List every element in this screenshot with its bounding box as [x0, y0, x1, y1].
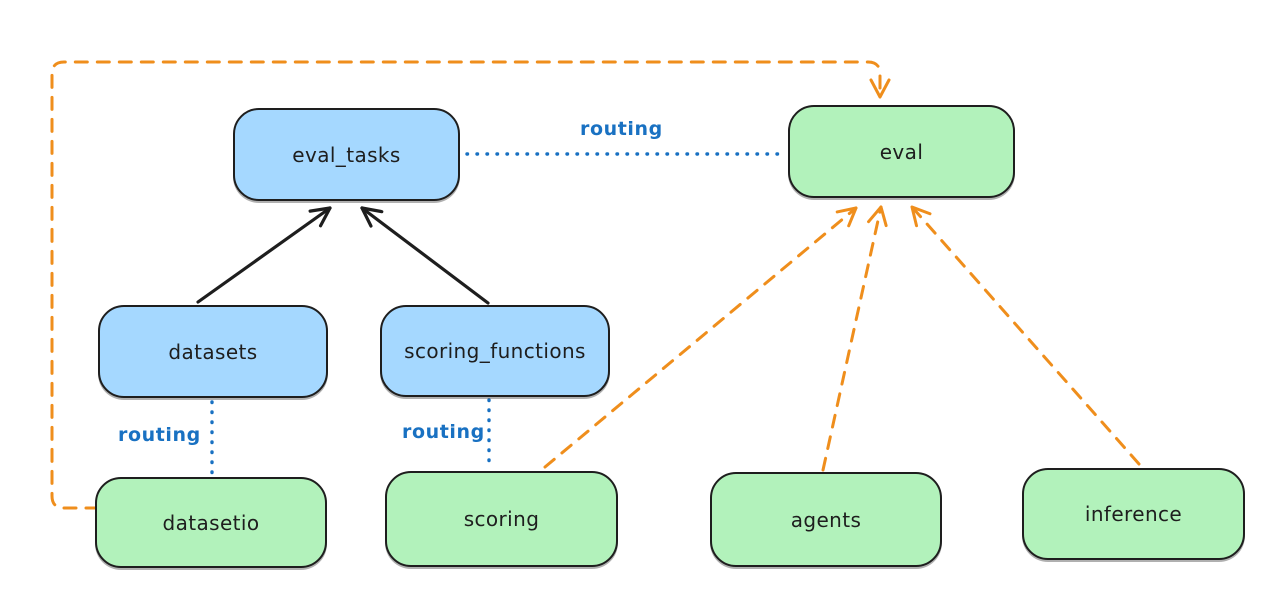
node-scoring-functions: scoring_functions: [380, 305, 610, 397]
node-scoring: scoring: [385, 471, 618, 567]
node-datasetio-label: datasetio: [162, 510, 260, 535]
node-scoring-functions-label: scoring_functions: [404, 339, 586, 363]
node-eval: eval: [788, 105, 1015, 198]
node-agents-label: agents: [790, 507, 862, 532]
edge-datasetio-to-eval: [50, 60, 891, 510]
node-eval-tasks: eval_tasks: [233, 108, 460, 201]
node-eval-tasks-label: eval_tasks: [292, 142, 401, 167]
node-inference: inference: [1022, 468, 1245, 560]
routing-label-datasets-datasetio: routing: [118, 424, 201, 446]
routing-label-eval-tasks-eval: routing: [580, 118, 663, 140]
node-datasetio: datasetio: [95, 477, 327, 568]
routing-label-scoring-functions-scoring: routing: [402, 421, 485, 443]
node-datasets-label: datasets: [168, 339, 258, 364]
edge-inference-to-eval: [910, 205, 1141, 466]
node-agents: agents: [710, 472, 942, 567]
edge-datasets-to-eval-tasks: [196, 206, 332, 304]
node-inference-label: inference: [1084, 502, 1183, 526]
node-eval-label: eval: [879, 139, 924, 164]
edge-scoring-functions-to-eval-tasks: [360, 206, 490, 305]
node-scoring-label: scoring: [463, 507, 540, 531]
edge-agents-to-eval: [821, 205, 888, 472]
edge-scoring-to-eval: [543, 206, 858, 469]
node-datasets: datasets: [98, 305, 328, 398]
